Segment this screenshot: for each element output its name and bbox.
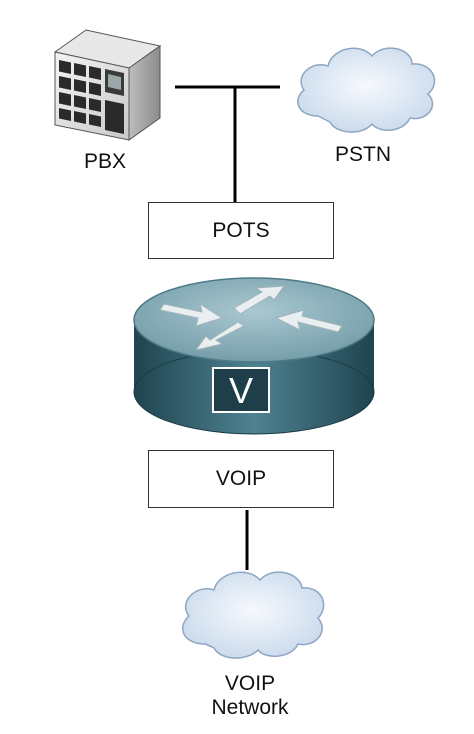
pstn-cloud-icon (297, 47, 436, 133)
voip-network-label-line2: Network (211, 696, 289, 719)
voice-badge-letter: V (229, 370, 253, 411)
voip-network-label: VOIP Network (190, 672, 310, 720)
pbx-server-icon (53, 29, 162, 141)
voice-router-icon: V (133, 277, 375, 435)
pots-label: POTS (212, 218, 270, 242)
pstn-label: PSTN (334, 143, 391, 166)
voice-badge (212, 367, 270, 413)
voip-box: VOIP (148, 450, 334, 508)
voip-network-label-line1: VOIP (224, 672, 276, 695)
voip-label: VOIP (215, 467, 267, 490)
connector-lines (175, 85, 280, 570)
pbx-label: PBX (83, 150, 127, 173)
voip-network-cloud-icon (182, 571, 325, 659)
pots-box: POTS (148, 202, 334, 259)
